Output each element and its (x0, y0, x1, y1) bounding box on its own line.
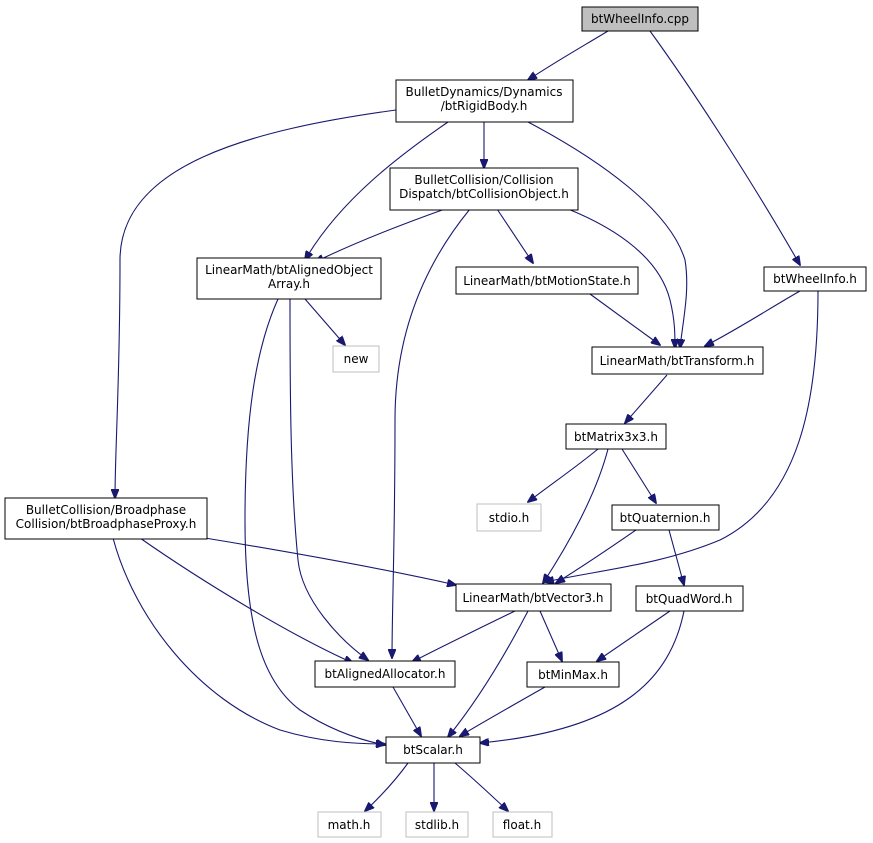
node-new[interactable]: new (332, 345, 380, 373)
node-label: btQuadWord.h (646, 592, 733, 606)
edge-minmax-scalar (460, 686, 546, 736)
edge-matrix-quaternion (621, 448, 656, 503)
node-label: LinearMath/btVector3.h (463, 591, 604, 605)
node-label: btMatrix3x3.h (574, 430, 658, 444)
node-stdlib-h[interactable]: stdlib.h (405, 811, 469, 838)
node-float-h[interactable]: float.h (492, 811, 553, 838)
node-label: btWheelInfo.cpp (591, 12, 689, 26)
edge-allocator-scalar (392, 686, 421, 736)
edge-collisionobject-motionstate (496, 208, 533, 263)
edge-broadphase-scalar (112, 537, 385, 744)
edge-alignedarray-new (304, 298, 345, 345)
edge-quaternion-vector3 (556, 529, 637, 583)
node-label: btScalar.h (403, 743, 463, 757)
edge-matrix-vector3 (543, 448, 609, 583)
edges (112, 30, 819, 811)
node-label: Array.h (268, 277, 310, 291)
node-btQuaternion-h[interactable]: btQuaternion.h (611, 504, 720, 531)
node-label: /btRigidBody.h (441, 99, 528, 113)
edge-quadword-scalar (480, 610, 685, 743)
edge-rigidbody-broadphase (115, 109, 397, 498)
node-label: new (344, 352, 369, 366)
node-btTransform-h[interactable]: LinearMath/btTransform.h (591, 346, 764, 375)
edge-vector3-scalar (448, 610, 529, 737)
edge-broadphase-vector3 (204, 537, 456, 585)
edge-vector3-minmax (539, 610, 562, 661)
node-btWheelInfo-h[interactable]: btWheelInfo.h (763, 266, 867, 292)
node-label: btAlignedAllocator.h (325, 667, 446, 681)
node-btBroadphaseProxy-h[interactable]: BulletCollision/Broadphase Collision/btB… (4, 497, 208, 540)
edge-scalar-float (454, 762, 508, 811)
node-label: BulletCollision/Broadphase (26, 503, 186, 517)
edge-scalar-math (365, 762, 409, 811)
node-btScalar-h[interactable]: btScalar.h (385, 736, 481, 764)
node-btMatrix3x3-h[interactable]: btMatrix3x3.h (565, 423, 667, 450)
edge-alignedarray-allocator (289, 298, 368, 660)
node-label: btQuaternion.h (620, 511, 711, 525)
node-label: float.h (503, 818, 541, 832)
edge-motionstate-transform (589, 293, 660, 345)
node-label: LinearMath/btAlignedObject (205, 263, 373, 277)
node-btQuadWord-h[interactable]: btQuadWord.h (635, 585, 744, 612)
edge-rigidbody-transform (527, 121, 688, 348)
edge-wheelinfo-transform (705, 290, 801, 346)
node-btMinMax-h[interactable]: btMinMax.h (526, 661, 620, 688)
edge-collisionobject-transform (567, 208, 675, 348)
node-label: BulletCollision/Collision (414, 173, 553, 187)
node-label: stdio.h (489, 511, 529, 525)
node-btVector3-h[interactable]: LinearMath/btVector3.h (455, 583, 612, 612)
node-btRigidBody-h[interactable]: BulletDynamics/Dynamics /btRigidBody.h (395, 79, 574, 123)
node-btAlignedObjectArray-h[interactable]: LinearMath/btAlignedObject Array.h (196, 257, 382, 300)
node-label: Collision/btBroadphaseProxy.h (16, 517, 197, 531)
node-btAlignedAllocator-h[interactable]: btAlignedAllocator.h (314, 660, 456, 688)
node-label: Dispatch/btCollisionObject.h (399, 187, 569, 201)
node-label: stdlib.h (415, 818, 459, 832)
node-btWheelInfo-cpp[interactable]: btWheelInfo.cpp (581, 6, 699, 32)
node-btMotionState-h[interactable]: LinearMath/btMotionState.h (455, 266, 639, 295)
node-btCollisionObject-h[interactable]: BulletCollision/Collision Dispatch/btCol… (389, 167, 579, 211)
edge-collisionobject-alignedarray (315, 208, 446, 262)
edge-alignedarray-scalar (244, 298, 385, 745)
node-label: LinearMath/btMotionState.h (463, 274, 631, 288)
edge-quaternion-quadword (668, 529, 684, 585)
node-label: BulletDynamics/Dynamics (406, 85, 563, 99)
edge-root-wheelinfo (649, 30, 800, 265)
edge-collisionobject-allocator (392, 208, 471, 658)
edge-transform-matrix (625, 374, 668, 423)
edge-wheelinfo-vector3 (545, 290, 819, 582)
node-math-h[interactable]: math.h (317, 811, 382, 838)
node-label: math.h (328, 818, 371, 832)
edge-rigidbody-alignedarray (305, 121, 449, 260)
node-label: LinearMath/btTransform.h (600, 354, 755, 368)
edge-vector3-allocator (412, 610, 516, 662)
edge-root-rigidbody (528, 30, 609, 80)
node-label: btWheelInfo.h (773, 272, 857, 286)
edge-quadword-minmax (597, 610, 671, 661)
node-label: btMinMax.h (538, 668, 608, 682)
node-stdio-h[interactable]: stdio.h (476, 503, 542, 532)
edge-broadphase-allocator (139, 537, 353, 663)
edge-matrix-stdio (528, 448, 599, 502)
